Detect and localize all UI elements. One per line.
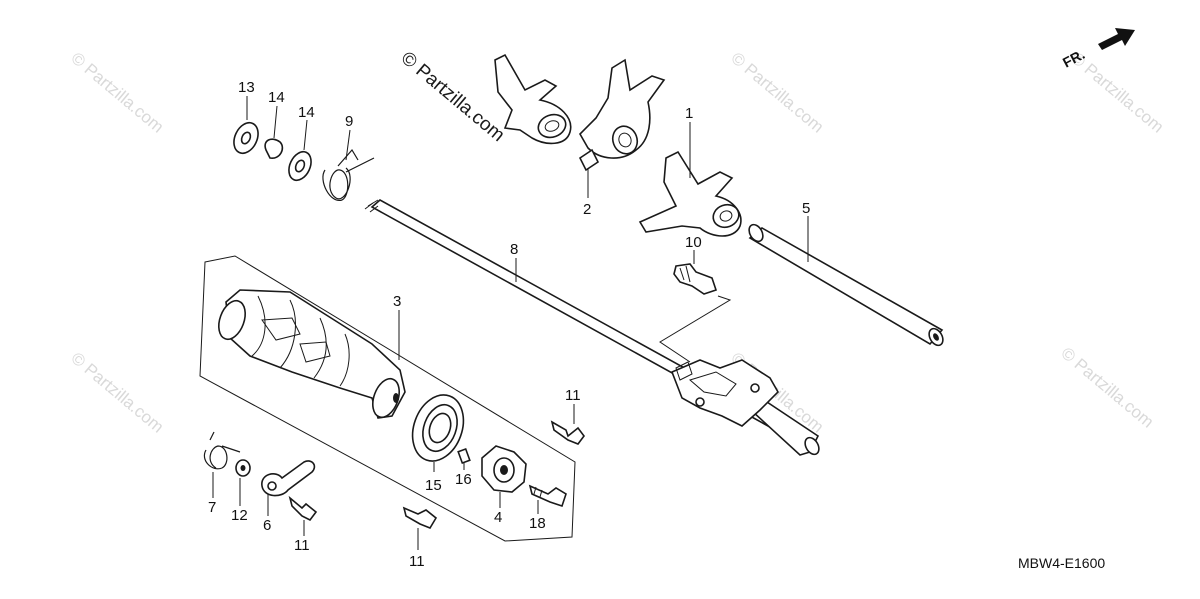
- diagram-code: MBW4-E1600: [1018, 555, 1105, 571]
- arrow-icon: [1098, 28, 1135, 50]
- callout-9: 9: [345, 113, 353, 130]
- callout-7: 7: [208, 499, 216, 516]
- bolt-icon: [288, 495, 318, 522]
- bolt-icon: [402, 506, 438, 529]
- pin-icon: [673, 263, 718, 295]
- leader-lines: [212, 96, 809, 550]
- callout-11: 11: [565, 387, 581, 404]
- bearing-icon: [411, 394, 465, 462]
- group-outline: [199, 255, 576, 542]
- callout-8: 8: [510, 241, 518, 258]
- callout-1: 1: [685, 105, 693, 122]
- callout-15: 15: [425, 477, 442, 494]
- callout-14: 13: [238, 79, 255, 96]
- shift-drum-icon: [218, 289, 406, 419]
- bolt-icon: [528, 484, 567, 508]
- stopper-arm-icon: [261, 460, 316, 497]
- shift-fork-icon: [494, 53, 572, 145]
- shift-fork-icon: [578, 58, 666, 172]
- spring-icon: [203, 431, 241, 470]
- shift-fork-icon: [638, 150, 742, 237]
- callout-2: 2: [583, 201, 591, 218]
- callout-10: 10: [685, 234, 702, 251]
- watermark: © Partzilla.com: [1057, 344, 1157, 432]
- watermark-dark: © Partzilla.com: [397, 48, 509, 146]
- callout-6: 6: [263, 517, 271, 534]
- callout-3: 3: [393, 293, 401, 310]
- watermark: © Partzilla.com: [67, 49, 167, 137]
- callout-18: 18: [529, 515, 546, 532]
- pin-icon: [457, 447, 471, 465]
- drum-center-icon: [481, 445, 527, 493]
- watermark: © Partzilla.com: [67, 349, 167, 437]
- callout-11: 11: [409, 553, 425, 570]
- washer-icon: [288, 150, 312, 182]
- callout-4: 4: [494, 509, 502, 526]
- spring-icon: [322, 148, 375, 201]
- callout-16: 14: [268, 89, 285, 106]
- washer-icon: [235, 459, 251, 477]
- watermark: © Partzilla.com: [727, 49, 827, 137]
- callout-14: 14: [298, 104, 315, 121]
- callout-13: 12: [231, 507, 248, 524]
- clip-icon: [264, 138, 284, 159]
- washer-icon: [233, 121, 259, 155]
- bolt-icon: [550, 420, 585, 445]
- callout-5: 5: [802, 200, 810, 217]
- callout-17: 16: [455, 471, 472, 488]
- callout-12: 11: [294, 537, 310, 554]
- callouts: 13 14 14 9 1 2 5 10 8 3 11 15 16 4 18 7 …: [208, 79, 810, 570]
- fork-shaft-icon: [748, 223, 944, 347]
- gearshift-spindle-icon: [364, 199, 820, 456]
- leader-line: [659, 295, 732, 363]
